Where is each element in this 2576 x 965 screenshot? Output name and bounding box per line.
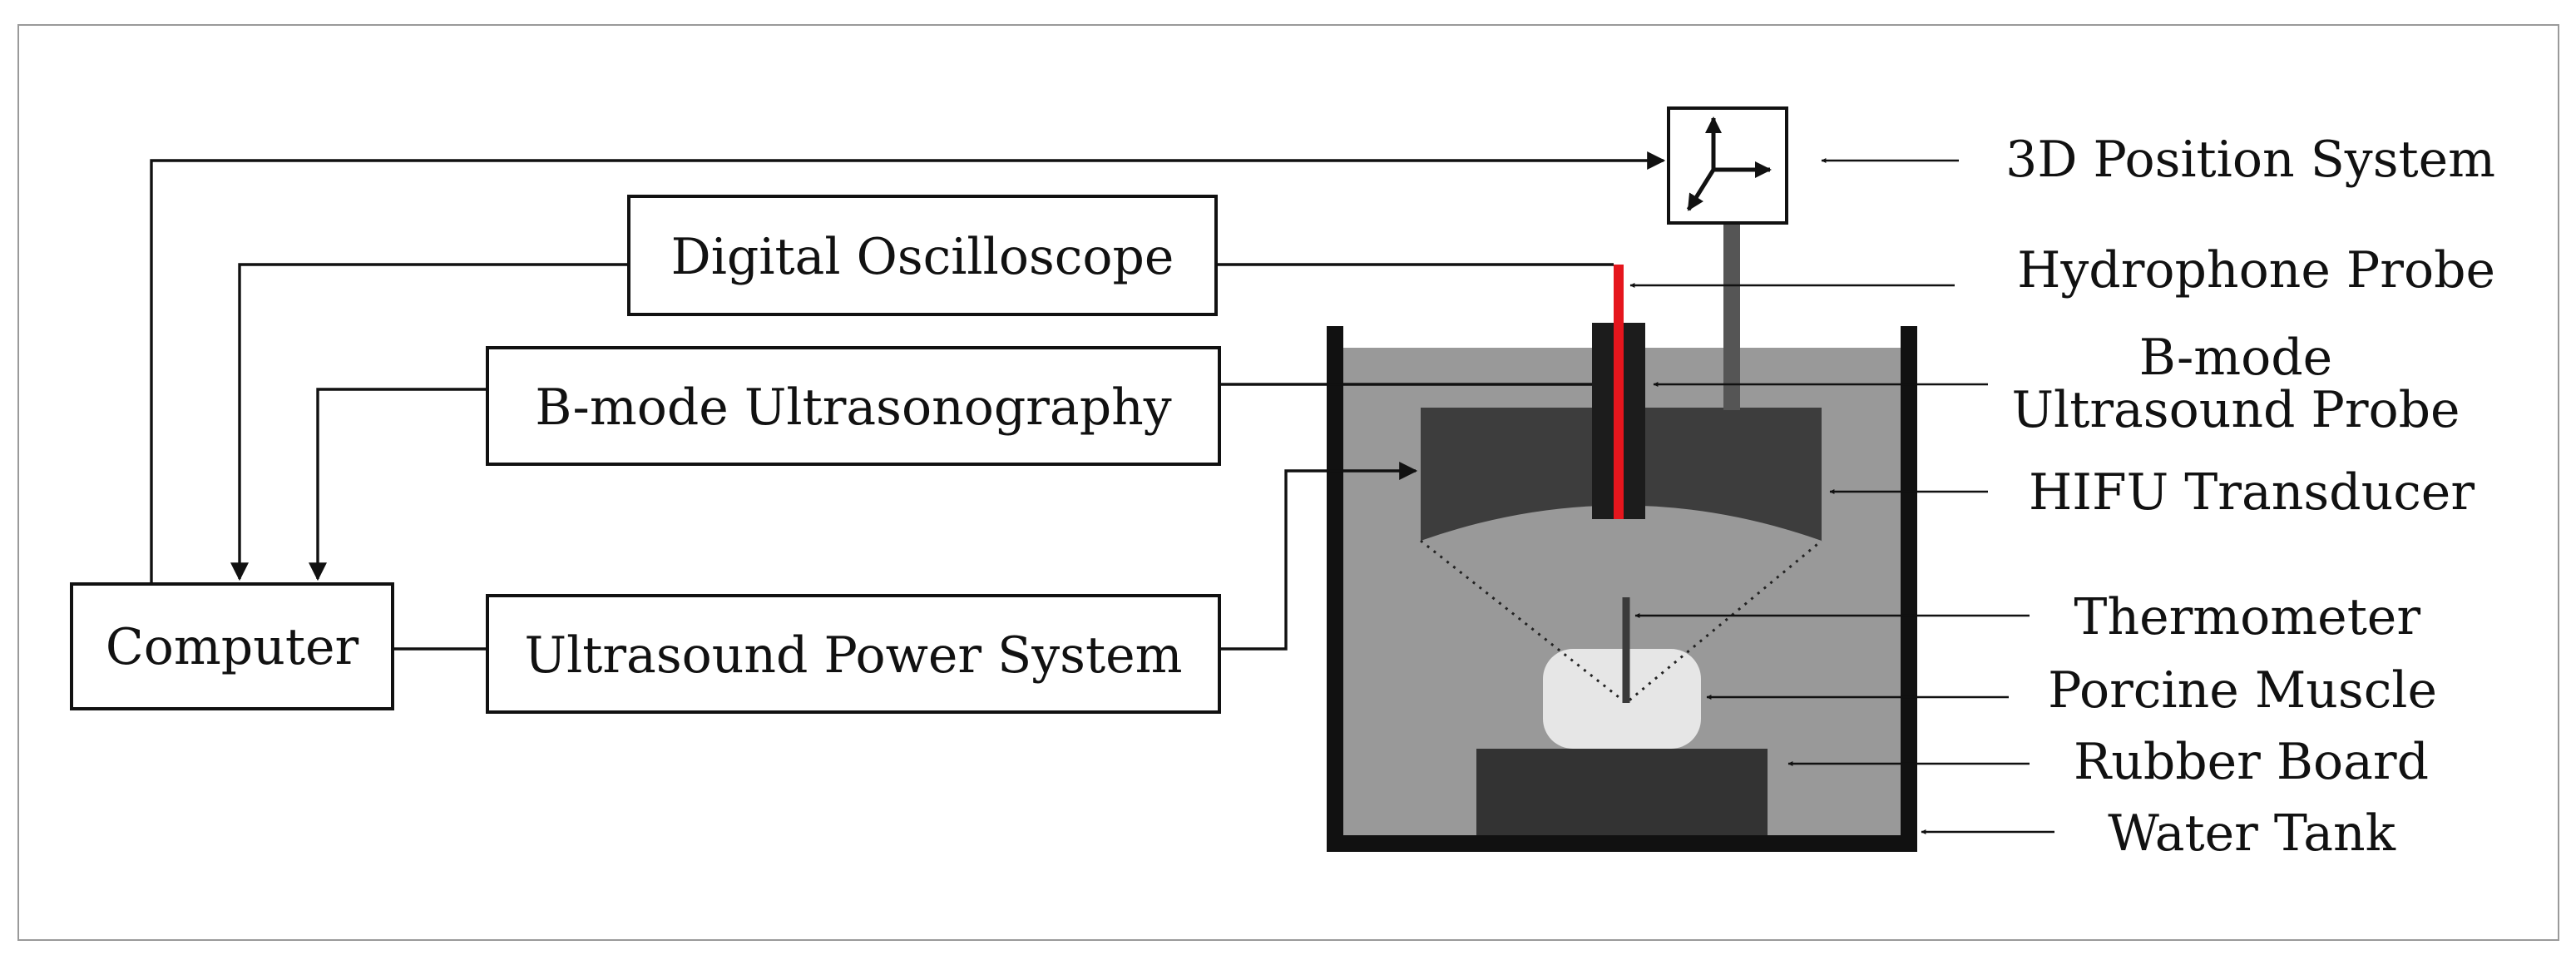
positioning-rod bbox=[1723, 223, 1740, 410]
digital-oscilloscope-label: Digital Oscilloscope bbox=[671, 228, 1174, 286]
label-porcine-muscle: Porcine Muscle bbox=[2048, 661, 2437, 720]
component-labels: 3D Position System Hydrophone Probe B-mo… bbox=[2005, 131, 2495, 863]
computer-block: Computer bbox=[70, 582, 394, 710]
digital-oscilloscope-block: Digital Oscilloscope bbox=[627, 195, 1218, 316]
porcine-muscle bbox=[1543, 649, 1701, 749]
figure-border bbox=[17, 24, 2559, 941]
label-rubber-board: Rubber Board bbox=[2074, 733, 2429, 791]
tank-walls bbox=[1327, 326, 1917, 852]
bmode-ultrasonography-label: B-mode Ultrasonography bbox=[535, 379, 1171, 437]
bmode-ultrasonography-block: B-mode Ultrasonography bbox=[486, 346, 1221, 466]
hydrophone-probe bbox=[1614, 265, 1624, 519]
wire-power-system-to-transducer bbox=[1219, 462, 1418, 651]
label-hydrophone-probe: Hydrophone Probe bbox=[2017, 241, 2495, 299]
computer-label: Computer bbox=[106, 618, 359, 676]
label-bmode-probe-line2: Ultrasound Probe bbox=[2011, 381, 2460, 439]
label-thermometer: Thermometer bbox=[2074, 588, 2420, 646]
xyz-axes-icon bbox=[1667, 106, 1788, 225]
ultrasound-power-system-block: Ultrasound Power System bbox=[486, 594, 1221, 714]
label-hifu-transducer: HIFU Transducer bbox=[2029, 463, 2475, 522]
callout-leaders bbox=[1629, 158, 2054, 834]
wire-oscilloscope-to-computer bbox=[230, 263, 629, 581]
connection-wires bbox=[150, 151, 1666, 651]
label-water-tank: Water Tank bbox=[2108, 804, 2396, 863]
wire-computer-to-position-system bbox=[150, 151, 1666, 584]
ultrasound-power-system-label: Ultrasound Power System bbox=[525, 626, 1183, 685]
rubber-board bbox=[1476, 749, 1768, 835]
wire-bmode-to-computer bbox=[309, 388, 487, 581]
label-position-system: 3D Position System bbox=[2005, 131, 2495, 189]
label-bmode-probe-line1: B-mode bbox=[2139, 329, 2332, 387]
